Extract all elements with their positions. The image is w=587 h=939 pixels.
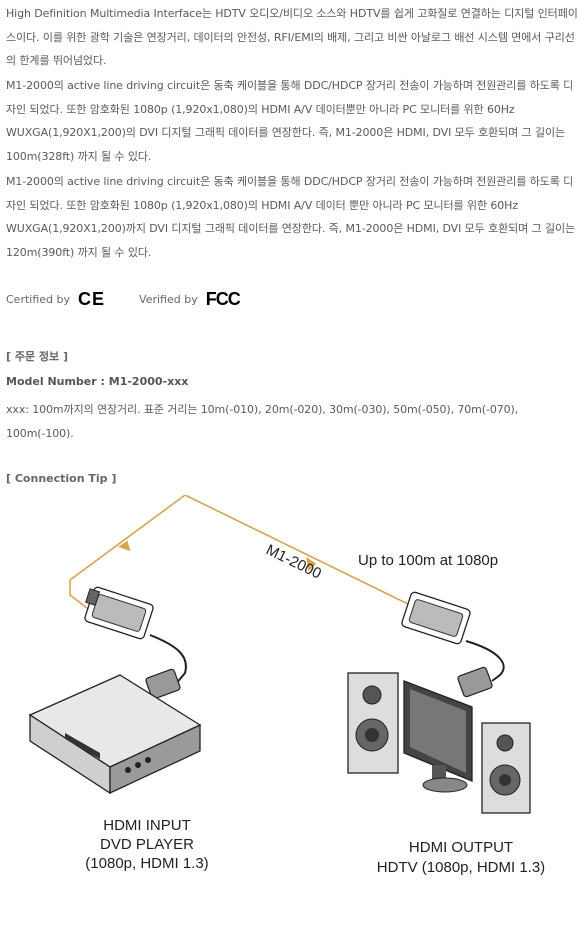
dvd-player-icon (28, 674, 202, 795)
certification-row: Certified by CE Verified by FCC (6, 288, 241, 310)
fcc-mark-icon: FCC (205, 288, 241, 309)
certified-by-label: Certified by (6, 292, 71, 306)
order-info-title: [ 주문 정보 ] (6, 350, 69, 363)
cable-arrow-icon (118, 540, 131, 552)
monitor-icon (403, 680, 473, 793)
verified-by-label: Verified by (139, 292, 198, 306)
ce-mark-icon: CE (78, 288, 106, 309)
output-label-line-2: HDTV (1080p, HDMI 1.3) (377, 859, 545, 876)
cable-arrow-icon (306, 556, 317, 572)
output-label-line-1: HDMI OUTPUT (409, 839, 513, 856)
right-speaker-icon (481, 722, 531, 814)
connection-diagram: M1-2000 Up to 100m at 1080p (28, 495, 545, 876)
input-label-line-2: DVD PLAYER (100, 836, 194, 853)
transmitter-module (84, 586, 187, 700)
intro-paragraph-1: High Definition Multimedia Interface는 HD… (6, 7, 578, 67)
left-speaker-icon (347, 672, 399, 774)
model-number: Model Number : M1-2000-xxx (6, 375, 189, 388)
range-label: Up to 100m at 1080p (358, 552, 498, 569)
input-label-line-3: (1080p, HDMI 1.3) (85, 855, 208, 872)
receiver-module (401, 591, 505, 698)
connection-tip-title: [ Connection Tip ] (6, 472, 117, 485)
intro-paragraph-3: M1-2000의 active line driving circuit은 동축… (6, 175, 576, 259)
intro-paragraph-2: M1-2000의 active line driving circuit은 동축… (6, 79, 574, 163)
order-description: xxx: 100m까지의 연장거리. 표준 거리는 10m(-010), 20m… (6, 403, 519, 440)
input-label-line-1: HDMI INPUT (103, 817, 191, 834)
